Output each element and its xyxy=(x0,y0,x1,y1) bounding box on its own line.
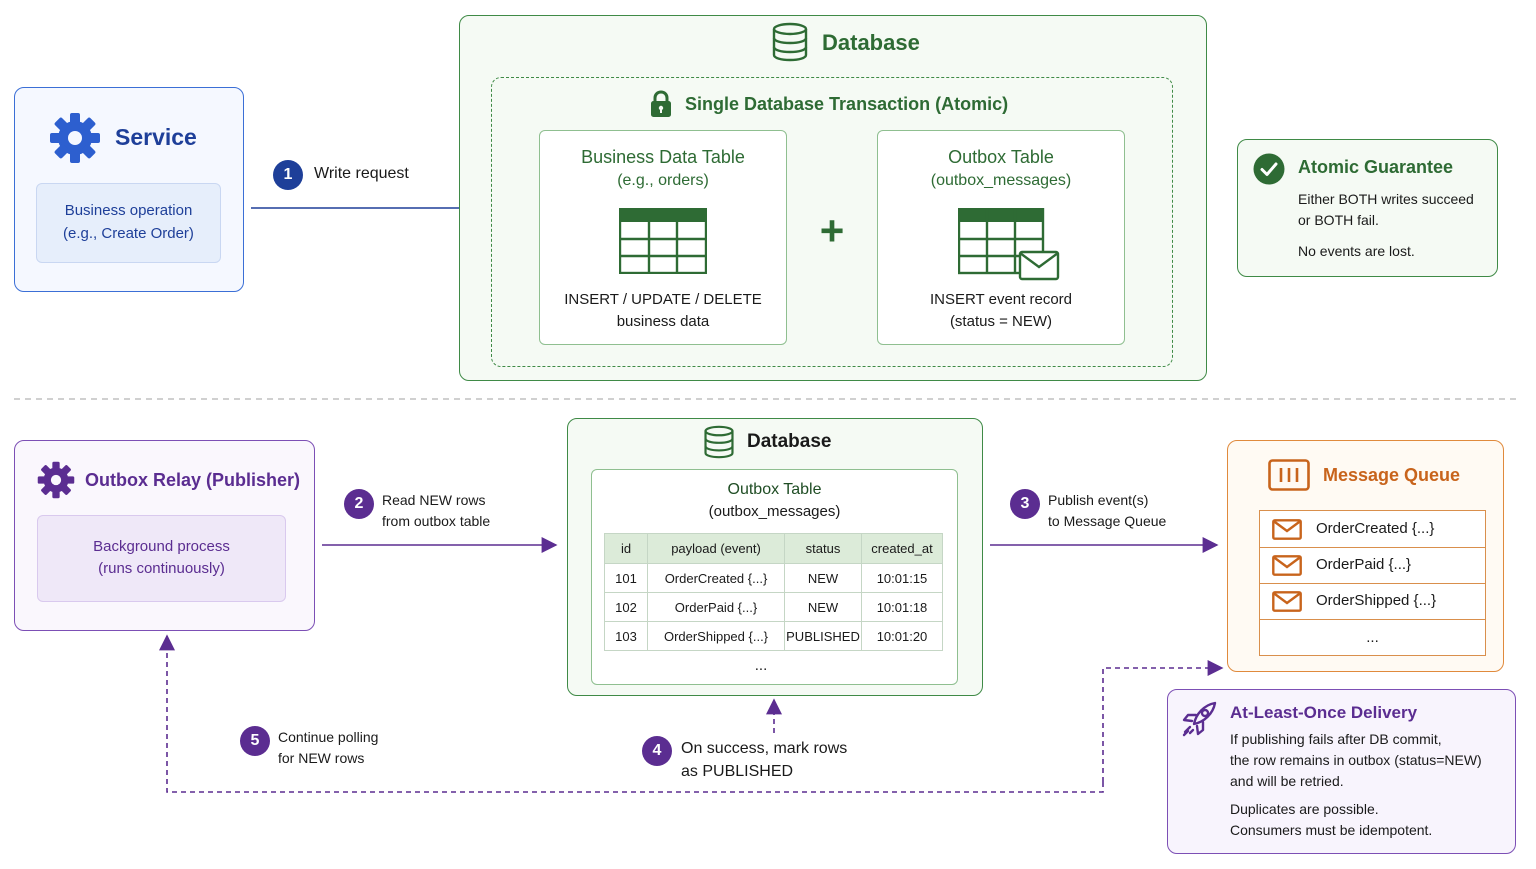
step-5-line1: Continue polling xyxy=(278,729,379,745)
plus-sign: + xyxy=(819,207,845,254)
outbox-table-title: Outbox Table xyxy=(948,147,1054,167)
at-least-once-box xyxy=(1167,689,1516,854)
table-header-row: id payload (event) status created_at xyxy=(604,533,943,564)
table-row: 102 OrderPaid {...} NEW 10:01:18 xyxy=(604,592,943,622)
column-header: status xyxy=(784,533,862,564)
outbox-table-panel-title: Outbox Table xyxy=(727,481,822,498)
database-icon xyxy=(704,425,734,459)
envelope-icon xyxy=(1272,555,1302,576)
step-3-line1: Publish event(s) xyxy=(1048,492,1149,508)
business-table-line1: INSERT / UPDATE / DELETE xyxy=(564,291,762,308)
step-5-line2: for NEW rows xyxy=(278,750,365,766)
column-header: created_at xyxy=(861,533,943,564)
at-least-once-line2: the row remains in outbox (status=NEW) xyxy=(1230,752,1482,768)
relay-process-line1: Background process xyxy=(93,538,230,555)
table-row: 101 OrderCreated {...} NEW 10:01:15 xyxy=(604,563,943,593)
message-queue-title: Message Queue xyxy=(1323,465,1461,485)
step-5-badge: 5 xyxy=(240,726,270,756)
outbox-table-line2: (status = NEW) xyxy=(949,313,1053,330)
outbox-table-subtitle: (outbox_messages) xyxy=(930,172,1072,189)
step-4-badge: 4 xyxy=(642,736,672,766)
envelope-icon xyxy=(1272,591,1302,612)
outbox-relay-title: Outbox Relay (Publisher) xyxy=(85,470,301,490)
queue-message-label: OrderShipped {...} xyxy=(1316,592,1437,609)
list-item: OrderShipped {...} xyxy=(1260,583,1485,620)
table-cell: OrderCreated {...} xyxy=(647,563,785,593)
rocket-icon xyxy=(1182,701,1217,737)
column-header: payload (event) xyxy=(647,533,785,564)
business-table-subtitle: (e.g., orders) xyxy=(617,172,709,189)
lock-icon xyxy=(651,90,671,117)
step-4-line2: as PUBLISHED xyxy=(681,763,794,780)
atomic-guarantee-line3: No events are lost. xyxy=(1298,243,1415,259)
service-operation-box xyxy=(36,183,221,263)
at-least-once-line1: If publishing fails after DB commit, xyxy=(1230,731,1442,747)
check-circle-icon xyxy=(1253,153,1285,185)
envelope-icon xyxy=(1272,519,1302,540)
atomic-guarantee-line1: Either BOTH writes succeed xyxy=(1298,191,1474,207)
step-1-badge: 1 xyxy=(273,160,303,190)
list-item: ... xyxy=(1260,619,1485,655)
database-top-title: Database xyxy=(822,30,920,55)
table-cell: NEW xyxy=(784,563,862,593)
table-cell: 10:01:15 xyxy=(861,563,943,593)
step-1-label: Write request xyxy=(314,165,409,182)
column-header: id xyxy=(604,533,648,564)
table-cell: 101 xyxy=(604,563,648,593)
service-operation-line1: Business operation xyxy=(64,202,193,219)
at-least-once-line3: and will be retried. xyxy=(1230,773,1344,789)
queue-icon xyxy=(1268,459,1310,491)
queue-more-items: ... xyxy=(1366,629,1379,646)
service-operation-line2: (e.g., Create Order) xyxy=(63,225,194,242)
list-item: OrderPaid {...} xyxy=(1260,547,1485,584)
transaction-label: Single Database Transaction (Atomic) xyxy=(685,94,1009,114)
table-cell: 10:01:20 xyxy=(861,621,943,651)
queue-message-label: OrderPaid {...} xyxy=(1316,556,1412,573)
table-cell: OrderShipped {...} xyxy=(647,621,785,651)
table-cell: OrderPaid {...} xyxy=(647,592,785,622)
table-cell: 103 xyxy=(604,621,648,651)
outbox-messages-table: id payload (event) status created_at 101… xyxy=(604,533,943,651)
gear-icon xyxy=(37,461,75,499)
table-cell: NEW xyxy=(784,592,862,622)
step-2-badge: 2 xyxy=(344,489,374,519)
database-bottom-title: Database xyxy=(747,431,832,452)
step-4-line1: On success, mark rows xyxy=(681,740,848,757)
table-grid-icon xyxy=(619,208,707,274)
table-cell: PUBLISHED xyxy=(784,621,862,651)
service-title: Service xyxy=(115,124,197,150)
at-least-once-title: At-Least-Once Delivery xyxy=(1230,703,1418,722)
outbox-table-line1: INSERT event record xyxy=(929,291,1072,308)
step-3-badge: 3 xyxy=(1010,489,1040,519)
queue-message-label: OrderCreated {...} xyxy=(1316,520,1435,537)
step-2-line2: from outbox table xyxy=(382,513,491,529)
outbox-table-panel-subtitle: (outbox_messages) xyxy=(708,503,841,520)
step-3-line2: to Message Queue xyxy=(1048,513,1167,529)
business-table-title: Business Data Table xyxy=(581,147,745,167)
table-more-rows: ... xyxy=(754,657,768,674)
gear-icon xyxy=(50,113,100,163)
step-2-line1: Read NEW rows xyxy=(382,492,486,508)
relay-process-line2: (runs continuously) xyxy=(98,560,225,577)
database-icon xyxy=(772,22,808,62)
business-table-line2: business data xyxy=(616,313,710,330)
at-least-once-line5: Consumers must be idempotent. xyxy=(1230,822,1433,838)
atomic-guarantee-title: Atomic Guarantee xyxy=(1298,157,1454,177)
table-row: 103 OrderShipped {...} PUBLISHED 10:01:2… xyxy=(604,621,943,651)
table-cell: 10:01:18 xyxy=(861,592,943,622)
list-item: OrderCreated {...} xyxy=(1260,511,1485,548)
table-cell: 102 xyxy=(604,592,648,622)
atomic-guarantee-line2: or BOTH fail. xyxy=(1298,212,1379,228)
message-queue-list: OrderCreated {...} OrderPaid {...} Order… xyxy=(1259,510,1486,656)
at-least-once-line4: Duplicates are possible. xyxy=(1230,801,1379,817)
table-envelope-icon xyxy=(958,208,1060,281)
transaction-box xyxy=(491,77,1173,367)
relay-process-box xyxy=(37,515,286,602)
